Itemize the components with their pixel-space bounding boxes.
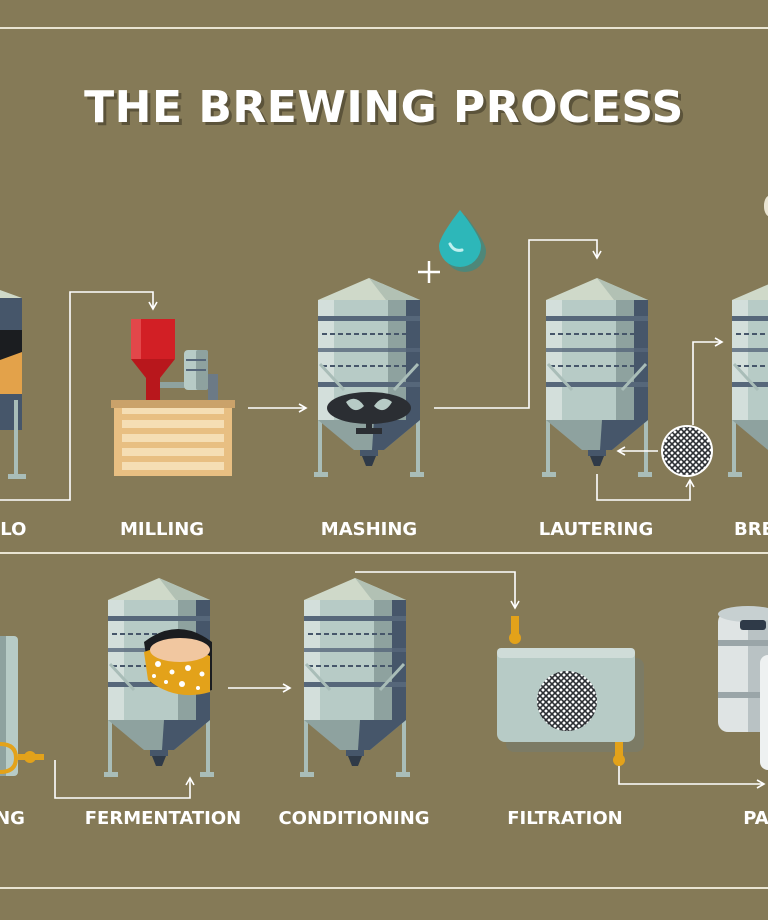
lautering-filter-circle: [661, 425, 713, 477]
label-silo: ILO: [0, 519, 27, 540]
label-conditioning: CONDITIONING: [278, 808, 430, 829]
mashing-tank: [314, 278, 424, 478]
lautering-tank: [542, 278, 652, 478]
label-brewing: BRE: [734, 519, 768, 540]
plus-icon: [418, 261, 440, 283]
water-drop-icon: [439, 210, 486, 272]
mashing-agitator: [327, 392, 411, 434]
corner-mark: [763, 196, 768, 216]
label-mashing: MASHING: [320, 519, 418, 540]
label-fermentation: FERMENTATION: [84, 808, 242, 829]
label-packaging: PA: [743, 808, 768, 829]
cooling-unit-partial: [0, 636, 44, 776]
conditioning-tank: [300, 578, 410, 778]
fermentation-foam: [144, 629, 212, 696]
silo-tank-partial: [0, 290, 26, 479]
brewing-tank-partial: [728, 278, 768, 478]
milling-machine: [111, 319, 235, 476]
filtration-unit: [497, 616, 644, 766]
kegs-partial: [718, 606, 768, 770]
label-lautering: LAUTERING: [538, 519, 654, 540]
label-cooling: NG: [0, 808, 25, 829]
label-milling: MILLING: [119, 519, 205, 540]
page-title: THE BREWING PROCESS: [84, 82, 684, 133]
label-filtration: FILTRATION: [507, 808, 623, 829]
